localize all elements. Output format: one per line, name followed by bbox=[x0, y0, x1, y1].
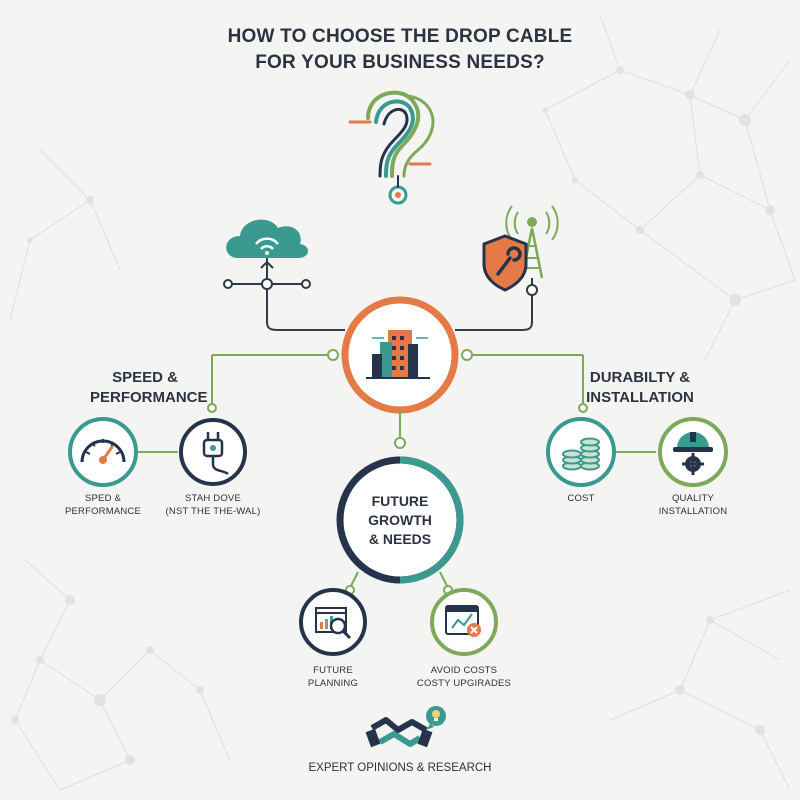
plug-icon bbox=[202, 432, 229, 476]
avoid-costs-item-label-line2: COSTY UPGIRADES bbox=[416, 678, 512, 689]
calendar-node bbox=[430, 588, 498, 656]
durability-heading-line2: INSTALLATION bbox=[586, 389, 694, 406]
future-heading: FUTURE GROWTH & NEEDS bbox=[340, 492, 460, 549]
future-heading-line3: & NEEDS bbox=[368, 531, 432, 547]
planning-item-label-line2: PLANNING bbox=[307, 678, 359, 689]
speed-item-label-line2: PERFORMANCE bbox=[64, 506, 142, 517]
plug-item-label: STAH DOVE (NST THE THE-WAL) bbox=[153, 492, 273, 518]
hardhat-gear-icon bbox=[673, 432, 713, 475]
coins-icon bbox=[562, 437, 600, 471]
page-title-line1: HOW TO CHOOSE THE DROP CABLE bbox=[227, 26, 573, 47]
plug-item-label-line1: STAH DOVE bbox=[185, 493, 241, 504]
speed-item-label: SPED & PERFORMANCE bbox=[53, 492, 153, 518]
coins-node bbox=[546, 417, 616, 487]
speed-heading-line1: SPEED & bbox=[112, 369, 178, 386]
background-network-nodes bbox=[11, 66, 775, 765]
durability-heading: DURABILTY & INSTALLATION bbox=[580, 368, 700, 408]
hardhat-node bbox=[658, 417, 728, 487]
cost-item-label-line1: COST bbox=[567, 493, 595, 504]
page-title-line2: FOR YOUR BUSINESS NEEDS? bbox=[255, 52, 545, 73]
cloud-wifi-icon bbox=[223, 219, 311, 290]
durability-heading-line1: DURABILTY & bbox=[589, 369, 691, 386]
speed-item-label-line1: SPED & bbox=[84, 493, 122, 504]
planning-item-label: FUTURE PLANNING bbox=[283, 664, 383, 690]
speedometer-icon bbox=[85, 439, 121, 455]
speed-heading-line2: PERFORMANCE bbox=[90, 389, 208, 406]
top-connectors bbox=[266, 289, 533, 331]
plug-node bbox=[179, 418, 247, 486]
shield-tower-icon bbox=[482, 205, 559, 296]
plug-item-label-line2: (NST THE THE-WAL) bbox=[165, 506, 261, 517]
footer-label: EXPERT OPINIONS & RESEARCH bbox=[308, 762, 492, 774]
quality-item-label-line1: QUALITY bbox=[671, 493, 715, 504]
handshake-icon bbox=[365, 717, 433, 748]
page-title: HOW TO CHOOSE THE DROP CABLE FOR YOUR BU… bbox=[0, 24, 800, 76]
future-heading-line1: FUTURE bbox=[371, 493, 429, 509]
cost-item-label: COST bbox=[531, 492, 631, 505]
calendar-chart-x-icon bbox=[445, 605, 481, 637]
question-mark-cable-icon bbox=[348, 90, 435, 205]
avoid-costs-item-label: AVOID COSTS COSTY UPGIRADES bbox=[404, 664, 524, 690]
magnifier-chart-icon bbox=[315, 607, 352, 640]
avoid-costs-item-label-line1: AVOID COSTS bbox=[430, 665, 498, 676]
speedometer-node bbox=[68, 417, 138, 487]
quality-item-label: QUALITY INSTALLATION bbox=[643, 492, 743, 518]
center-building-node bbox=[341, 296, 459, 414]
background-network bbox=[9, 14, 796, 791]
building-icon bbox=[366, 330, 430, 379]
planning-item-label-line1: FUTURE bbox=[313, 665, 353, 676]
future-heading-line2: GROWTH bbox=[368, 512, 432, 528]
speed-heading: SPEED & PERFORMANCE bbox=[90, 368, 208, 408]
quality-item-label-line2: INSTALLATION bbox=[658, 506, 728, 517]
future-growth-node bbox=[336, 456, 464, 584]
lightbulb-bubble-icon bbox=[426, 706, 446, 730]
magnifier-chart-node bbox=[299, 588, 367, 656]
connector-dots bbox=[207, 349, 588, 595]
